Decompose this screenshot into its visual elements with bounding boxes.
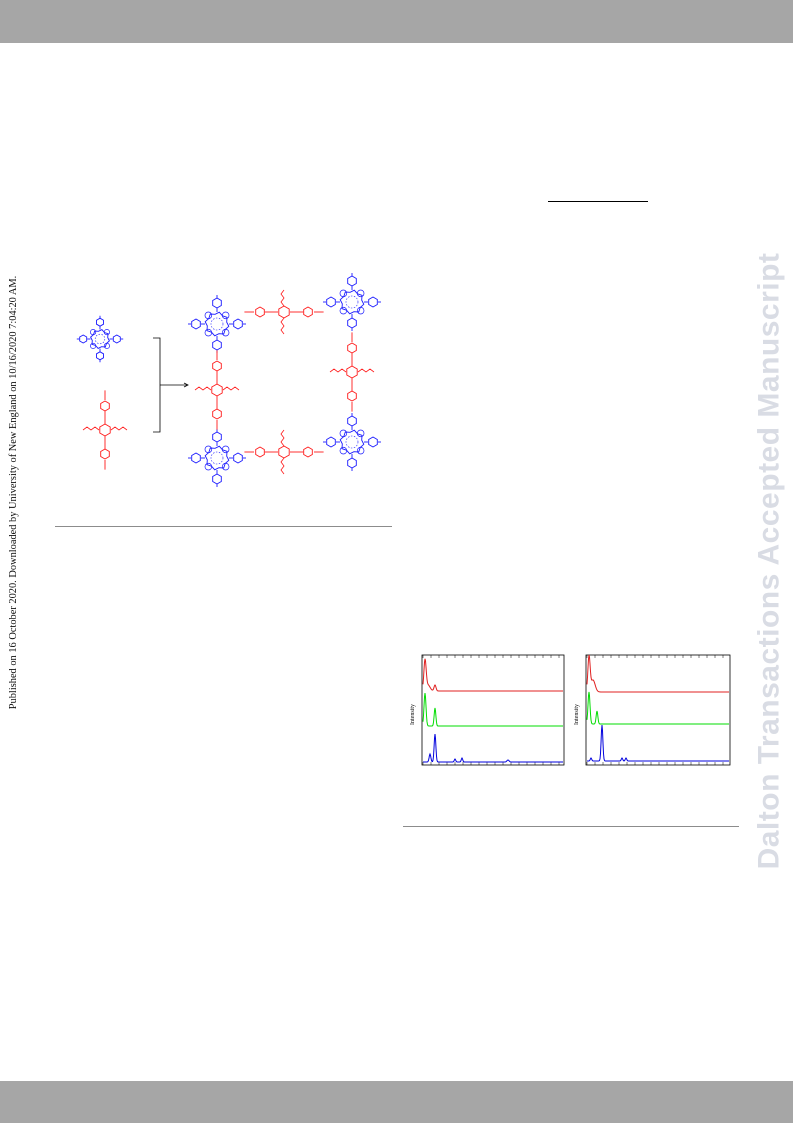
porphyrin-unit-top-right [323, 273, 381, 331]
underline-rule [548, 201, 648, 202]
linker-unit-left [194, 350, 240, 430]
porphyrin-monomer [76, 315, 124, 363]
watermark-text: Dalton Transactions Accepted Manuscript [752, 252, 786, 870]
plot-frame [585, 654, 731, 766]
trace-green [586, 691, 729, 725]
scheme-separator [55, 526, 392, 527]
linker-unit-top [244, 289, 324, 335]
xrd-panel-left: Intensity [410, 654, 565, 766]
publication-note-text: Published on 16 October 2020. Downloaded… [8, 275, 20, 709]
y-axis-label: Intensity [574, 704, 580, 725]
porphyrin-unit-bottom-right [323, 413, 381, 471]
synthesis-scheme [76, 273, 381, 487]
y-axis-label: Intensity [410, 704, 416, 725]
trace-green [422, 692, 563, 727]
linker-monomer [82, 390, 128, 470]
plot-frame [421, 654, 565, 766]
porphyrin-unit-bottom-left [188, 429, 246, 487]
figure-separator [403, 826, 739, 827]
header-bar [0, 0, 793, 43]
linker-unit-right [329, 332, 375, 412]
journal-watermark: Dalton Transactions Accepted Manuscript [739, 240, 793, 882]
trace-red [586, 654, 729, 693]
trace-blue [587, 724, 729, 762]
xrd-panel-right: Intensity [574, 654, 731, 766]
trace-blue [423, 733, 563, 763]
trace-red [422, 658, 563, 692]
footer-bar [0, 1081, 793, 1123]
publication-note: Published on 16 October 2020. Downloaded… [0, 266, 28, 718]
tick-marks [422, 655, 560, 765]
tick-marks [586, 655, 724, 765]
reaction-bracket [153, 337, 189, 433]
porphyrin-unit-top-left [188, 295, 246, 353]
linker-unit-bottom [244, 429, 324, 475]
